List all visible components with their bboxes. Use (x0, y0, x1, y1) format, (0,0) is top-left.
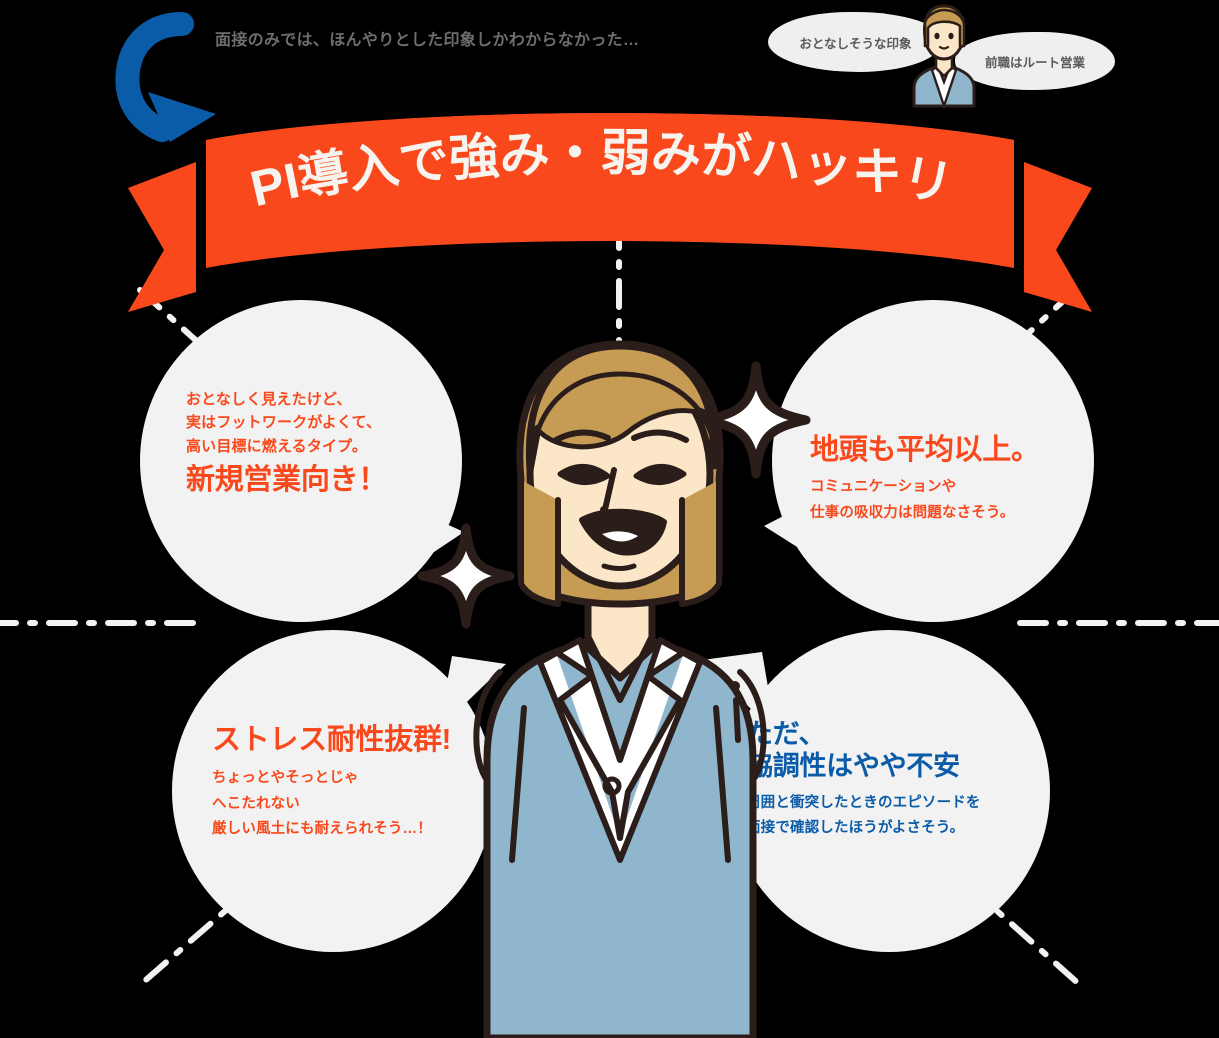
bubble-top-left-line-3: 高い目標に燃えるタイプ。 (186, 437, 368, 455)
bubble-bottom-left (172, 630, 494, 952)
bubble-bottom-right-headline-1: ただ、 (746, 719, 826, 749)
bubble-top-right-line-1: コミュニケーションや (810, 479, 957, 496)
bubble-bottom-left-line-1: ちょっとやそっとじゃ (212, 770, 359, 787)
bubble-top-right-line-2: 仕事の吸収力は問題なさそう。 (810, 504, 1015, 521)
bubble-bottom-left-headline: ストレス耐性抜群! (212, 724, 452, 756)
bubble-bottom-right-line-1: 周囲と衝突したときのエピソードを (746, 794, 981, 811)
bubble-bottom-right-content: ただ、 協調性はやや不安 周囲と衝突したときのエピソードを 面接で確認したほうが… (746, 718, 1046, 842)
bubble-top-left-headline: 新規営業向き！ (186, 463, 387, 496)
small-person-illustration (912, 4, 976, 110)
bubble-top-right-tail (764, 494, 826, 564)
curved-arrow-icon (115, 12, 216, 142)
bubble-top-right-headline: 地頭も平均以上。 (810, 434, 1040, 466)
bubble-bottom-left-line-2: へこたれない (212, 795, 300, 812)
bubble-top-right-content: 地頭も平均以上。 コミュニケーションや 仕事の吸収力は問題なさそう。 (810, 432, 1090, 526)
bubble-top-left-line-1: おとなしく見えたけど、 (186, 391, 352, 408)
bubble-top-left-tail (402, 504, 464, 572)
mini-bubble-impression-label: おとなしそうな印象 (799, 36, 912, 51)
bubble-bottom-right-headline-2: 協調性はやや不安 (746, 751, 960, 782)
bubble-bottom-right (728, 630, 1050, 952)
mini-bubble-impression: おとなしそうな印象 (768, 12, 943, 72)
bubble-top-left-content: おとなしく見えたけど、 実はフットワークがよくて、 高い目標に燃えるタイプ。 新… (186, 388, 456, 498)
bubble-bottom-left-content: ストレス耐性抜群! ちょっとやそっとじゃ へこたれない 厳しい風土にも耐えられそ… (212, 722, 502, 842)
bubble-top-left-line-2: 実はフットワークがよくて、 (186, 414, 382, 432)
mini-bubble-previous-job: 前職はルート営業 (955, 32, 1115, 90)
bubble-top-right (772, 300, 1094, 622)
mini-bubble-previous-job-label: 前職はルート営業 (984, 55, 1085, 70)
bubble-bottom-right-line-2: 面接で確認したほうがよさそう。 (746, 820, 965, 837)
bubble-bottom-left-line-3: 厳しい風土にも耐えられそう…！ (212, 821, 432, 837)
top-caption-text: 面接のみでは、ほんやりとした印象しかわからなかった… (215, 32, 640, 49)
